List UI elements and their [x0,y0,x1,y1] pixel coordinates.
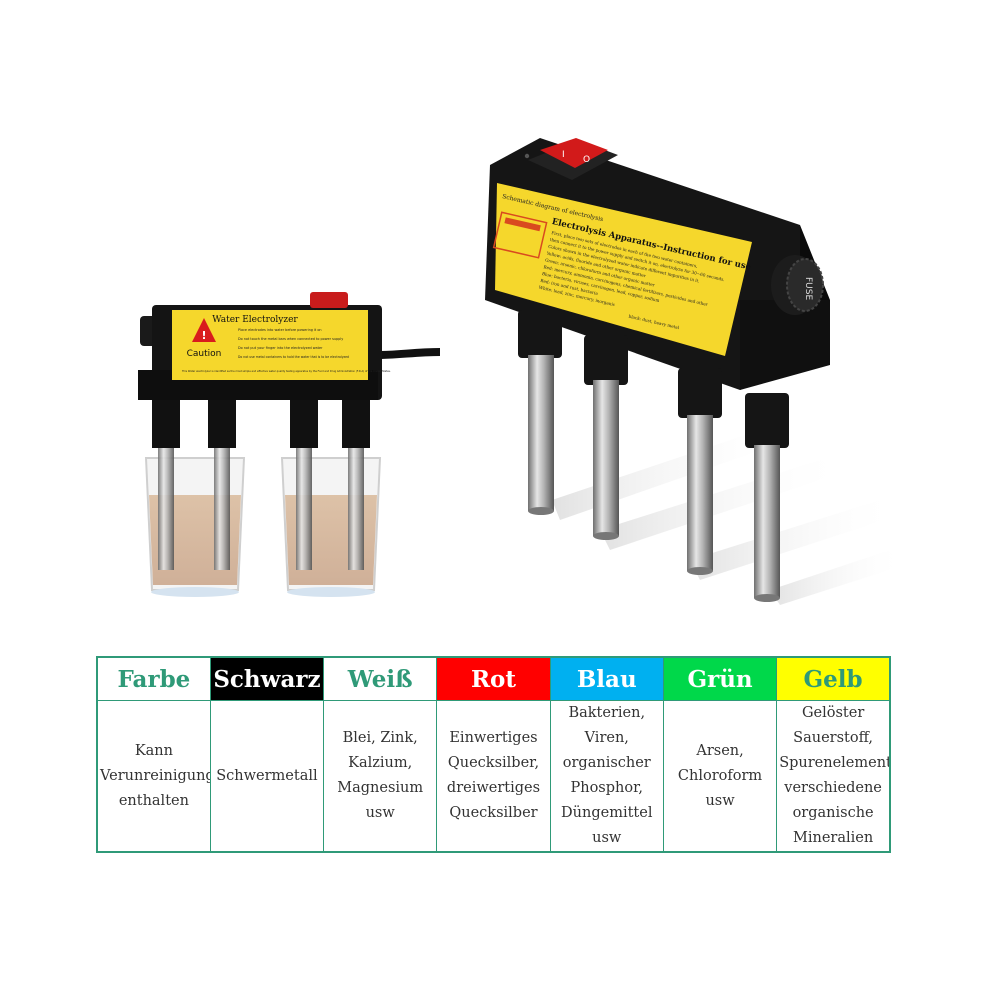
cell-schwarz: Schwermetall [209,700,325,853]
header-label: Grün [687,665,753,693]
switch-on-mark: I [562,150,565,160]
small-label-rule-2: Do not touch the metal bars when connect… [238,337,343,341]
cell-text: Schwermetall [216,767,318,784]
header-label: Schwarz [213,665,321,693]
power-cord [377,348,441,359]
header-schwarz: Schwarz [209,656,325,701]
cell-weiss: Blei, Zink, Kalzium, Magnesium usw [323,700,438,853]
header-rot: Rot [436,656,551,701]
header-farbe: Farbe [96,656,211,701]
color-meaning-table: Farbe Schwarz Weiß Rot Blau Grün Gelb Ka… [96,656,891,853]
large-electrodes [518,310,789,602]
small-power-switch [310,292,348,308]
cell-text: Bakterien, Viren, organischer Phosphor, … [561,705,653,846]
small-label-caution: Caution [187,349,222,359]
cell-gelb: Gelöster Sauerstoff, Spurenelemente, ver… [776,700,891,853]
cell-gruen: Arsen, Chloroform usw [662,700,778,853]
large-device-label [495,183,752,356]
small-label-rule-1: Place electrodes into water before power… [238,328,322,332]
fuse-holder: FUSE [771,255,824,315]
header-weiss: Weiß [323,656,438,701]
large-power-switch [540,138,608,168]
header-label: Rot [470,665,517,693]
table-header-row: Farbe Schwarz Weiß Rot Blau Grün Gelb [96,656,891,701]
small-label-rule-3: Do not put your finger into the electrol… [238,346,323,350]
cell-text: Blei, Zink, Kalzium, Magnesium usw [337,730,424,821]
warning-icon [192,318,216,342]
table-row: Kann Verunreinigungen enthalten Schwerme… [96,700,891,853]
small-label-rule-4: Do not use metal containers to hold the … [238,355,349,359]
header-label: Farbe [117,665,191,693]
cell-blau: Bakterien, Viren, organischer Phosphor, … [549,700,664,853]
small-electrolyzer: Water Electrolyzer ! Caution Place elect… [138,292,441,597]
indicator-led [524,153,530,159]
fuse-label: FUSE [803,277,813,300]
svg-text:!: ! [201,329,206,342]
small-electrodes [152,400,370,570]
schematic-diagram [492,211,548,259]
header-label: Gelb [803,665,863,693]
header-label: Weiß [347,665,413,693]
header-label: Blau [576,665,637,693]
switch-off-mark: O [583,155,590,165]
small-label-footer: This Water electrolyzer is identified as… [182,369,391,373]
small-label-title: Water Electrolyzer [212,315,298,325]
cell-text: Arsen, Chloroform usw [677,742,763,809]
cell-text: Einwertiges Quecksilber, dreiwertiges Qu… [446,730,541,821]
large-electrolyzer: I O Schematic diagram of electrolysis El… [485,138,905,605]
cell-text: Gelöster Sauerstoff, Spurenelemente, ver… [779,705,889,846]
cell-rot: Einwertiges Quecksilber, dreiwertiges Qu… [436,700,551,853]
header-gelb: Gelb [776,656,891,701]
cell-text: Kann Verunreinigungen enthalten [100,742,209,809]
product-photo-scene: Water Electrolyzer ! Caution Place elect… [138,138,905,605]
header-blau: Blau [549,656,664,701]
header-gruen: Grün [662,656,778,701]
cell-farbe: Kann Verunreinigungen enthalten [96,700,211,853]
